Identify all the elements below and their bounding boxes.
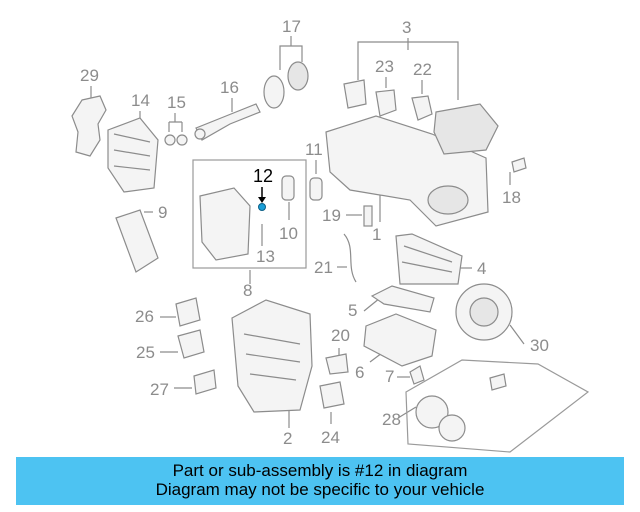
callout-21[interactable]: 21 bbox=[314, 258, 333, 277]
part-21-hose bbox=[343, 233, 357, 283]
part-26-resistor bbox=[175, 297, 201, 327]
callout-27[interactable]: 27 bbox=[150, 380, 169, 399]
callout-13[interactable]: 13 bbox=[256, 247, 275, 266]
callout-20[interactable]: 20 bbox=[331, 326, 350, 345]
part-5-bracket bbox=[370, 285, 435, 313]
callout-29[interactable]: 29 bbox=[80, 66, 99, 85]
part-10-sensor bbox=[281, 175, 295, 201]
part-16-expansion-valve bbox=[194, 103, 261, 141]
part-7-clip bbox=[409, 365, 425, 385]
callout-9[interactable]: 9 bbox=[158, 203, 167, 222]
caption-banner: Part or sub-assembly is #12 in diagram D… bbox=[16, 457, 624, 505]
callout-30[interactable]: 30 bbox=[530, 336, 549, 355]
callout-14[interactable]: 14 bbox=[131, 91, 150, 110]
parts-diagram: 3 17 29 14 15 16 23 22 11 18 9 12 10 13 … bbox=[71, 17, 590, 453]
part-20-connector bbox=[325, 353, 349, 375]
part-3-actuators bbox=[343, 79, 367, 109]
part-1-heater-housing bbox=[325, 103, 499, 227]
part-4-filter bbox=[395, 233, 463, 285]
part-15-orings bbox=[164, 134, 188, 146]
part-29-bracket bbox=[71, 95, 107, 157]
callout-3[interactable]: 3 bbox=[402, 18, 411, 37]
part-2-heater-unit bbox=[231, 299, 313, 413]
callout-12[interactable]: 12 bbox=[253, 166, 273, 186]
callout-17[interactable]: 17 bbox=[282, 17, 301, 36]
callout-16[interactable]: 16 bbox=[220, 78, 239, 97]
callout-19[interactable]: 19 bbox=[322, 206, 341, 225]
part-9-filter bbox=[115, 209, 159, 273]
part-12-highlight[interactable] bbox=[258, 187, 266, 211]
callout-1[interactable]: 1 bbox=[372, 225, 381, 244]
callout-24[interactable]: 24 bbox=[321, 428, 340, 447]
callout-7[interactable]: 7 bbox=[385, 367, 394, 386]
part-18-sensor bbox=[511, 157, 527, 173]
leader-lines bbox=[90, 36, 525, 428]
part-17-seals bbox=[263, 61, 309, 109]
caption-line-1: Part or sub-assembly is #12 in diagram bbox=[172, 461, 468, 480]
callout-10[interactable]: 10 bbox=[279, 224, 298, 243]
part-6-plate bbox=[363, 313, 437, 367]
part-27-resistor bbox=[193, 369, 217, 395]
part-11-actuator bbox=[309, 177, 323, 201]
part-22-motor bbox=[411, 95, 433, 121]
part-28-motor-kit bbox=[405, 359, 590, 453]
callout-6[interactable]: 6 bbox=[355, 363, 364, 382]
callout-5[interactable]: 5 bbox=[348, 301, 357, 320]
caption-line-2: Diagram may not be specific to your vehi… bbox=[155, 480, 485, 499]
callout-26[interactable]: 26 bbox=[135, 307, 154, 326]
part-19-screw bbox=[363, 205, 373, 227]
callout-15[interactable]: 15 bbox=[167, 93, 186, 112]
part-13-heater-core bbox=[199, 187, 251, 261]
subassembly-box bbox=[192, 159, 307, 269]
part-25-resistor bbox=[177, 329, 205, 359]
callout-8[interactable]: 8 bbox=[243, 281, 252, 300]
callout-4[interactable]: 4 bbox=[477, 259, 486, 278]
callout-23[interactable]: 23 bbox=[375, 57, 394, 76]
callout-28[interactable]: 28 bbox=[382, 410, 401, 429]
callout-2[interactable]: 2 bbox=[283, 429, 292, 448]
callout-11[interactable]: 11 bbox=[305, 140, 323, 159]
callout-18[interactable]: 18 bbox=[502, 188, 521, 207]
part-24-connector bbox=[319, 381, 345, 409]
callout-25[interactable]: 25 bbox=[136, 343, 155, 362]
part-23-motor bbox=[375, 89, 397, 117]
callout-22[interactable]: 22 bbox=[413, 60, 432, 79]
part-14-evaporator bbox=[107, 117, 159, 193]
part-30-blower bbox=[455, 283, 513, 341]
